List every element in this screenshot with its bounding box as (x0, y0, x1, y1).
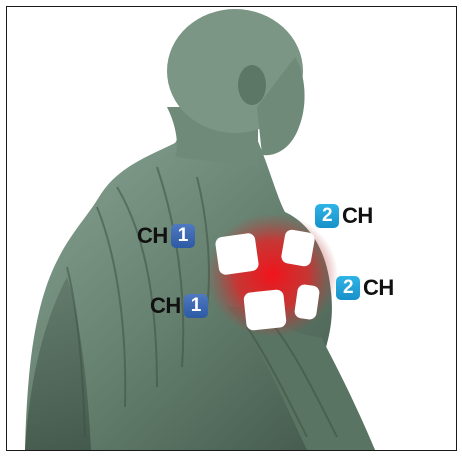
ch1-badge: 1 (171, 224, 195, 248)
image-frame: CH 1 CH 1 2 CH 2 CH (6, 6, 457, 451)
ch-text: CH (342, 203, 373, 229)
electrode-pad (243, 289, 287, 331)
electrode-pad (215, 232, 260, 275)
ch-text: CH (150, 293, 181, 319)
ch1-label-lower: CH 1 (150, 293, 208, 319)
ch2-badge: 2 (315, 204, 339, 228)
ch-text: CH (137, 223, 168, 249)
ear-shape (238, 65, 266, 105)
ch1-label-upper: CH 1 (137, 223, 195, 249)
shoulder-muscle-illustration (7, 7, 456, 450)
ch-text: CH (363, 275, 394, 301)
ch2-label-lower: 2 CH (336, 275, 394, 301)
electrode-pad (280, 229, 315, 268)
ch1-badge: 1 (184, 294, 208, 318)
ch2-badge: 2 (336, 276, 360, 300)
ch2-label-upper: 2 CH (315, 203, 373, 229)
